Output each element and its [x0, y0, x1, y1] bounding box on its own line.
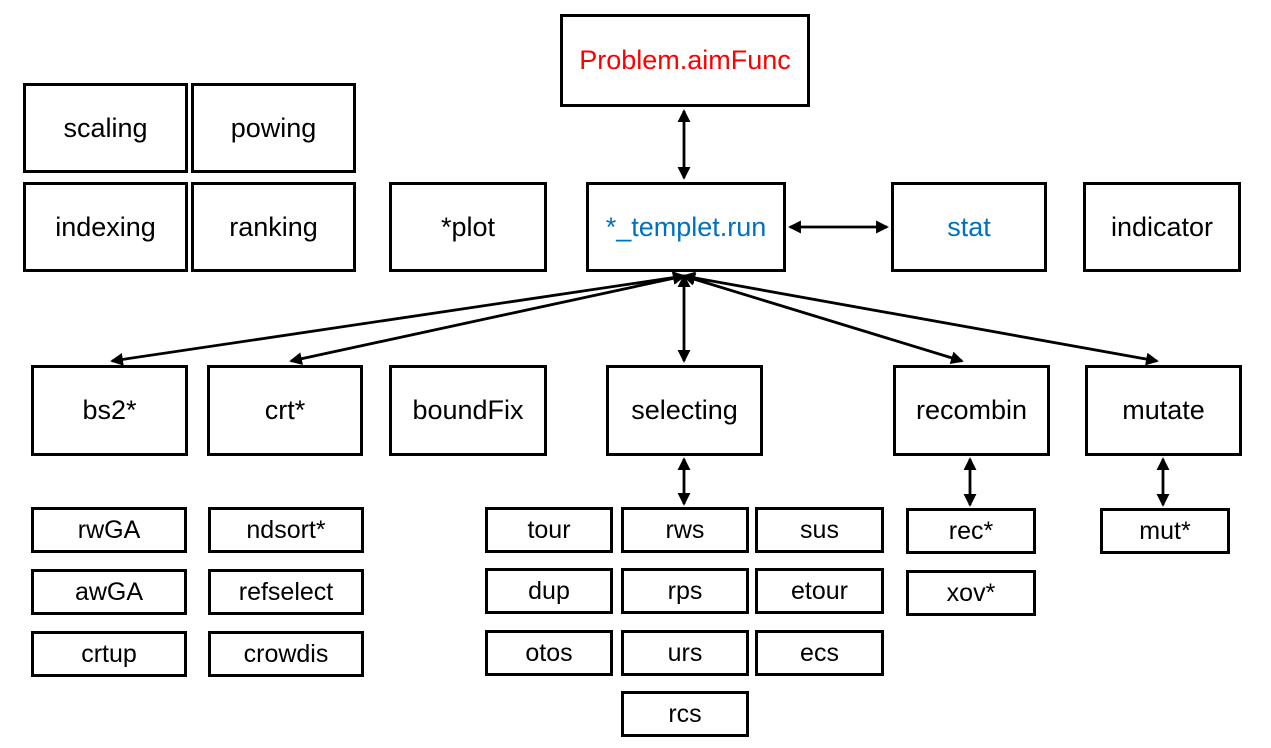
node-label: scaling — [63, 112, 148, 143]
node-sus: sus — [755, 507, 884, 553]
node-label: otos — [525, 638, 573, 667]
node-label: stat — [947, 211, 991, 242]
node-label: powing — [230, 112, 317, 143]
node-rps: rps — [621, 568, 749, 614]
node-mut: mut* — [1100, 508, 1230, 554]
node-label: ranking — [229, 211, 318, 242]
node-label: indicator — [1110, 211, 1214, 242]
node-label: tour — [527, 515, 571, 544]
node-crtup: crtup — [31, 631, 187, 677]
node-label: indexing — [55, 211, 156, 242]
node-ranking: ranking — [191, 182, 356, 272]
node-mutate: mutate — [1085, 365, 1242, 456]
edge-templet-crt — [289, 272, 686, 365]
node-label: ecs — [800, 638, 839, 667]
node-refselect: refselect — [208, 569, 364, 615]
node-tour: tour — [485, 507, 613, 553]
node-label: refselect — [238, 577, 334, 606]
node-label: urs — [667, 638, 703, 667]
node-scaling: scaling — [23, 83, 188, 173]
node-label: *plot — [440, 211, 496, 242]
node-boundfix: boundFix — [389, 365, 547, 456]
node-label: *_templet.run — [605, 211, 767, 242]
node-problem-aimfunc: Problem.aimFunc — [560, 14, 810, 107]
node-label: selecting — [631, 395, 738, 425]
node-label: Problem.aimFunc — [579, 45, 791, 75]
node-label: rcs — [668, 699, 702, 728]
node-crt: crt* — [207, 365, 363, 456]
node-powing: powing — [191, 83, 356, 173]
node-label: ndsort* — [246, 515, 326, 544]
node-plot: *plot — [389, 182, 547, 272]
node-label: sus — [800, 515, 839, 544]
node-selecting: selecting — [606, 365, 763, 456]
node-awga: awGA — [31, 569, 187, 615]
node-rcs: rcs — [621, 691, 749, 737]
node-indicator: indicator — [1083, 182, 1241, 272]
node-label: etour — [791, 576, 848, 605]
node-label: rwGA — [77, 515, 141, 544]
node-rws: rws — [621, 507, 749, 553]
node-label: bs2* — [82, 395, 137, 425]
edge-templet-mutate — [682, 271, 1159, 366]
node-ecs: ecs — [755, 630, 884, 676]
edge-templet-bs2 — [110, 271, 686, 366]
node-stat: stat — [891, 182, 1047, 272]
node-otos: otos — [485, 630, 613, 676]
node-etour: etour — [755, 568, 884, 614]
node-bs2: bs2* — [31, 365, 188, 456]
node-xov: xov* — [906, 570, 1036, 616]
node-urs: urs — [621, 630, 749, 676]
node-label: crowdis — [243, 639, 329, 668]
node-templet-run: *_templet.run — [586, 182, 786, 272]
node-label: crt* — [264, 395, 306, 425]
node-label: boundFix — [412, 395, 524, 425]
node-rec: rec* — [906, 508, 1036, 554]
node-label: crtup — [81, 639, 137, 668]
node-label: mutate — [1122, 395, 1205, 425]
node-label: mut* — [1139, 516, 1191, 545]
node-label: dup — [528, 576, 570, 605]
node-rwga: rwGA — [31, 507, 187, 553]
node-label: awGA — [74, 577, 144, 606]
node-label: rws — [665, 515, 705, 544]
node-label: rps — [667, 576, 703, 605]
node-label: xov* — [946, 578, 996, 607]
node-ndsort: ndsort* — [208, 507, 364, 553]
node-recombin: recombin — [893, 365, 1050, 456]
node-indexing: indexing — [23, 182, 188, 272]
node-label: recombin — [915, 395, 1028, 425]
node-label: rec* — [948, 516, 994, 545]
node-crowdis: crowdis — [208, 631, 364, 677]
node-dup: dup — [485, 568, 613, 614]
